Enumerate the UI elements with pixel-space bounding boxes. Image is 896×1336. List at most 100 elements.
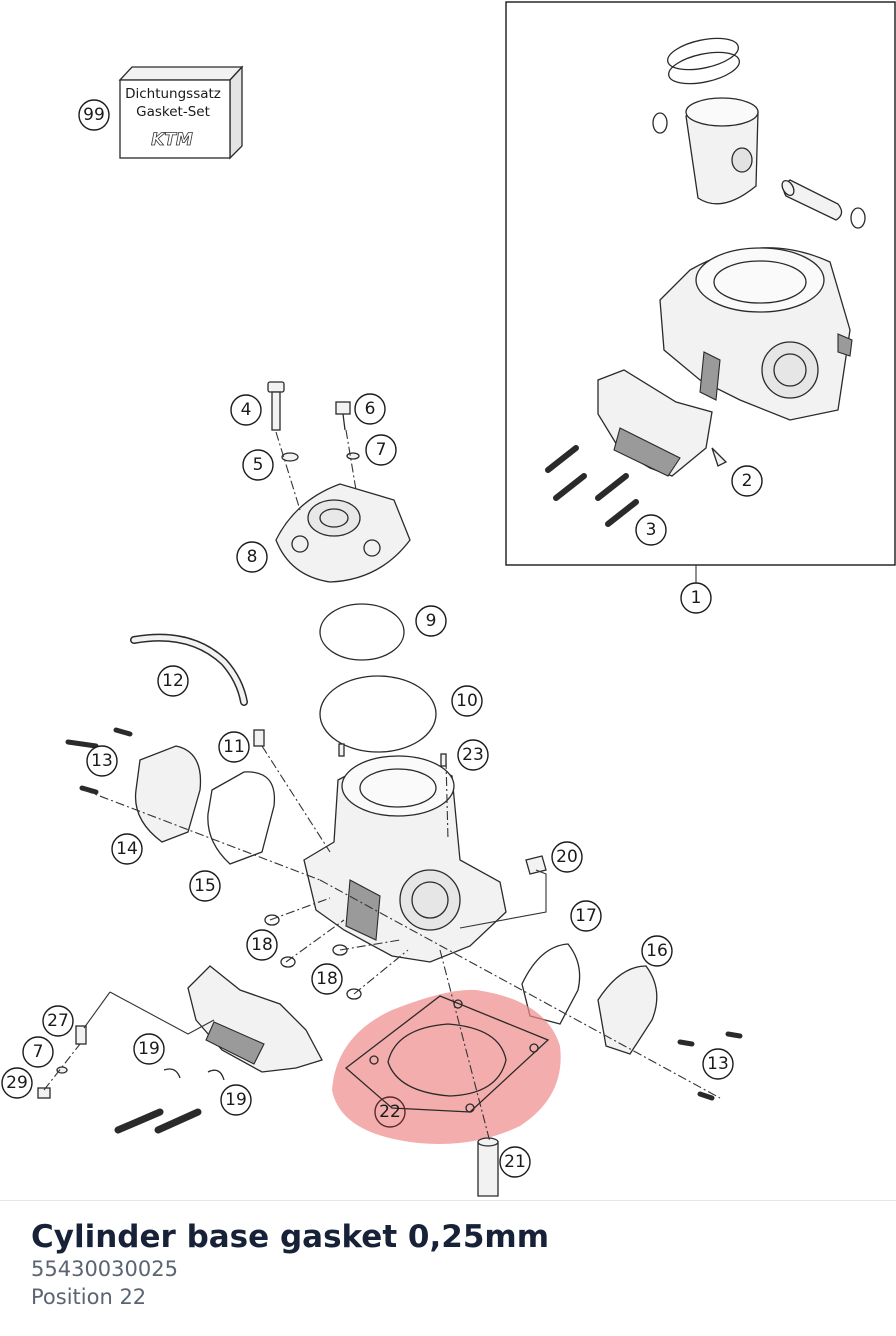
- svg-text:18: 18: [251, 935, 273, 955]
- gasket-set-german-label: Dichtungssatz: [125, 86, 221, 102]
- svg-text:17: 17: [575, 906, 597, 926]
- right-cover[interactable]: [597, 965, 658, 1055]
- callout-13-left[interactable]: 13: [86, 745, 118, 777]
- callout-12[interactable]: 12: [157, 665, 189, 697]
- piston-pin[interactable]: [780, 179, 843, 221]
- spacer-27[interactable]: [75, 1025, 87, 1045]
- circlip-right[interactable]: [850, 207, 866, 229]
- svg-text:7: 7: [33, 1042, 44, 1062]
- callout-18-lower[interactable]: 18: [311, 963, 343, 995]
- svg-text:20: 20: [556, 847, 578, 867]
- exhaust-flange-kit[interactable]: [597, 369, 728, 477]
- exhaust-flange[interactable]: [187, 965, 323, 1073]
- callout-20[interactable]: 20: [551, 841, 583, 873]
- callout-18-upper[interactable]: 18: [246, 929, 278, 961]
- callout-4[interactable]: 4: [230, 394, 262, 426]
- head-bolt[interactable]: [267, 381, 285, 431]
- callout-17[interactable]: 17: [570, 900, 602, 932]
- callout-14[interactable]: 14: [111, 833, 143, 865]
- part-position: Position 22: [31, 1285, 147, 1309]
- svg-text:2: 2: [742, 471, 753, 491]
- svg-text:14: 14: [116, 839, 138, 859]
- circlip-left[interactable]: [652, 112, 668, 134]
- callout-5[interactable]: 5: [242, 449, 274, 481]
- o-rings-18[interactable]: [264, 914, 362, 1000]
- callout-6[interactable]: 6: [354, 393, 386, 425]
- cover-screws-right[interactable]: [677, 1031, 743, 1101]
- svg-text:13: 13: [707, 1054, 729, 1074]
- cylinder-assembly[interactable]: [659, 247, 853, 421]
- vent-nipple[interactable]: [253, 729, 265, 747]
- callout-8[interactable]: 8: [236, 541, 268, 573]
- flange-studs[interactable]: [114, 1108, 202, 1134]
- callout-9[interactable]: 9: [415, 605, 447, 637]
- callout-3[interactable]: 3: [635, 514, 667, 546]
- svg-text:12: 12: [162, 671, 184, 691]
- part-number: 55430030025: [31, 1257, 178, 1281]
- right-cover-gasket[interactable]: [521, 943, 581, 1025]
- svg-text:29: 29: [6, 1073, 28, 1093]
- ktm-logo: KTM: [151, 130, 193, 150]
- svg-text:19: 19: [225, 1090, 247, 1110]
- callout-15[interactable]: 15: [189, 870, 221, 902]
- callout-27[interactable]: 27: [42, 1005, 74, 1037]
- piston-rings[interactable]: [665, 33, 742, 89]
- svg-text:15: 15: [194, 876, 216, 896]
- part-info-panel: Cylinder base gasket 0,25mm 55430030025 …: [0, 1200, 896, 1336]
- svg-text:22: 22: [379, 1102, 401, 1122]
- svg-text:99: 99: [83, 105, 105, 125]
- callout-21[interactable]: 21: [499, 1146, 531, 1178]
- callout-11[interactable]: 11: [218, 731, 250, 763]
- base-dowel-sleeve[interactable]: [477, 1137, 499, 1197]
- plug-screw[interactable]: [525, 855, 547, 875]
- callout-7-lower[interactable]: 7: [22, 1036, 54, 1068]
- piston[interactable]: [685, 97, 759, 205]
- callout-19-left[interactable]: 19: [133, 1033, 165, 1065]
- head-nut[interactable]: [335, 401, 351, 431]
- cover-screws-left[interactable]: [65, 727, 133, 795]
- nut-29[interactable]: [37, 1087, 51, 1099]
- svg-text:7: 7: [376, 440, 387, 460]
- gasket-set-english-label: Gasket-Set: [136, 104, 210, 120]
- gasket-set-box[interactable]: Dichtungssatz Gasket-Set KTM: [118, 65, 244, 160]
- leader-lines: [43, 429, 721, 1143]
- callout-23[interactable]: 23: [457, 739, 489, 771]
- svg-text:5: 5: [253, 455, 264, 475]
- callout-1[interactable]: 1: [680, 582, 712, 614]
- callout-7-upper[interactable]: 7: [365, 434, 397, 466]
- svg-text:6: 6: [365, 399, 376, 419]
- callout-29[interactable]: 29: [1, 1067, 33, 1099]
- svg-text:4: 4: [241, 400, 252, 420]
- svg-text:1: 1: [691, 588, 702, 608]
- exploded-parts-diagram: Dichtungssatz Gasket-Set KTM: [1, 1, 896, 1197]
- callout-22[interactable]: 22: [374, 1096, 406, 1128]
- svg-text:3: 3: [646, 520, 657, 540]
- head-washer[interactable]: [281, 452, 299, 462]
- callout-2[interactable]: 2: [731, 465, 763, 497]
- circlips-19[interactable]: [163, 1068, 225, 1081]
- left-cover[interactable]: [134, 745, 202, 843]
- svg-text:21: 21: [504, 1152, 526, 1172]
- svg-text:9: 9: [426, 611, 437, 631]
- callout-10[interactable]: 10: [451, 685, 483, 717]
- svg-text:8: 8: [247, 547, 258, 567]
- cylinder[interactable]: [303, 755, 507, 963]
- svg-text:10: 10: [456, 691, 478, 711]
- svg-text:11: 11: [223, 737, 245, 757]
- callout-16[interactable]: 16: [641, 935, 673, 967]
- left-cover-gasket[interactable]: [207, 771, 276, 865]
- svg-text:18: 18: [316, 969, 338, 989]
- cylinder-head[interactable]: [275, 483, 411, 583]
- head-small-washer[interactable]: [346, 452, 360, 460]
- head-gasket[interactable]: [319, 675, 437, 753]
- vent-hose[interactable]: [130, 633, 248, 706]
- cylinder-kit-frame[interactable]: [505, 1, 896, 583]
- o-ring-large[interactable]: [319, 603, 405, 661]
- callout-19-right[interactable]: 19: [220, 1084, 252, 1116]
- cylinder-base-gasket-highlight[interactable]: [332, 989, 561, 1144]
- svg-text:23: 23: [462, 745, 484, 765]
- callout-13-right[interactable]: 13: [702, 1048, 734, 1080]
- kit-screws[interactable]: [545, 445, 639, 527]
- callout-99[interactable]: 99: [78, 99, 110, 131]
- svg-text:13: 13: [91, 751, 113, 771]
